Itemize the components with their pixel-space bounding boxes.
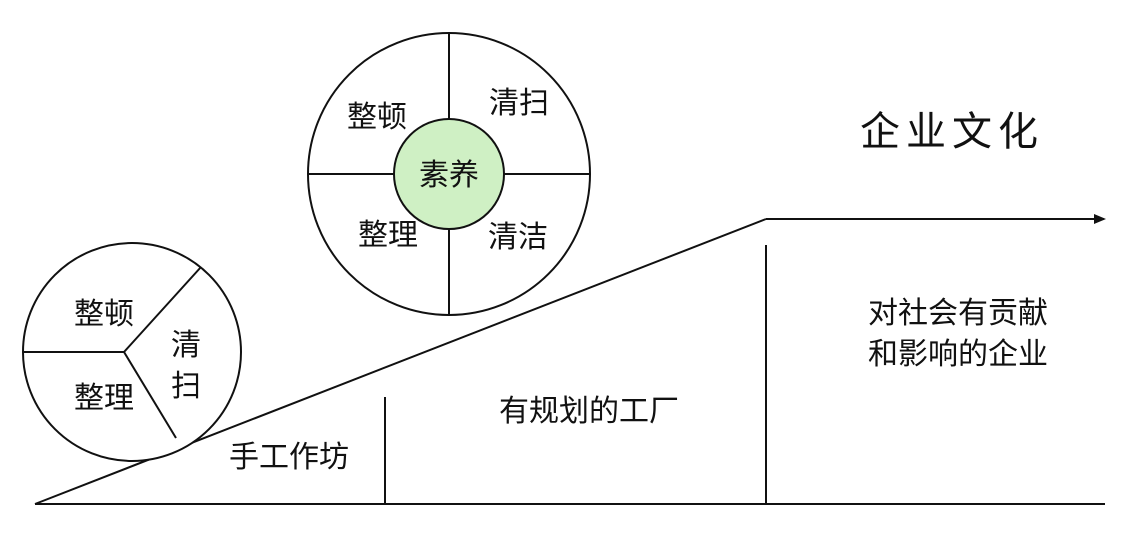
- core-label: 素养: [419, 158, 479, 193]
- small-circle-divider-upper: [123, 266, 202, 353]
- diagram-title: 企业文化: [860, 109, 1044, 155]
- small-circle: 整顿 整理 清 扫: [22, 242, 242, 462]
- small-circle-label-sao: 扫: [171, 369, 201, 404]
- quadrant-label-bottom-right: 清洁: [488, 220, 548, 255]
- quadrant-label-top-left: 整顿: [347, 100, 407, 135]
- stage2-label: 有规划的工厂: [499, 394, 679, 429]
- stage3-label-line2: 和影响的企业: [868, 337, 1048, 372]
- small-circle-label-qing: 清: [171, 328, 201, 363]
- small-circle-label-zhengdun: 整顿: [74, 297, 134, 332]
- small-circle-divider-lower: [123, 351, 177, 439]
- small-circle-label-zhengli: 整理: [74, 381, 134, 416]
- stage3-label-line1: 对社会有贡献: [868, 296, 1048, 331]
- core-circle: [393, 118, 505, 230]
- quadrant-label-bottom-left: 整理: [358, 218, 418, 253]
- stage1-label: 手工作坊: [229, 440, 349, 475]
- large-circle: 素养 整顿 清扫 整理 清洁: [307, 32, 591, 316]
- quadrant-label-top-right: 清扫: [489, 86, 549, 121]
